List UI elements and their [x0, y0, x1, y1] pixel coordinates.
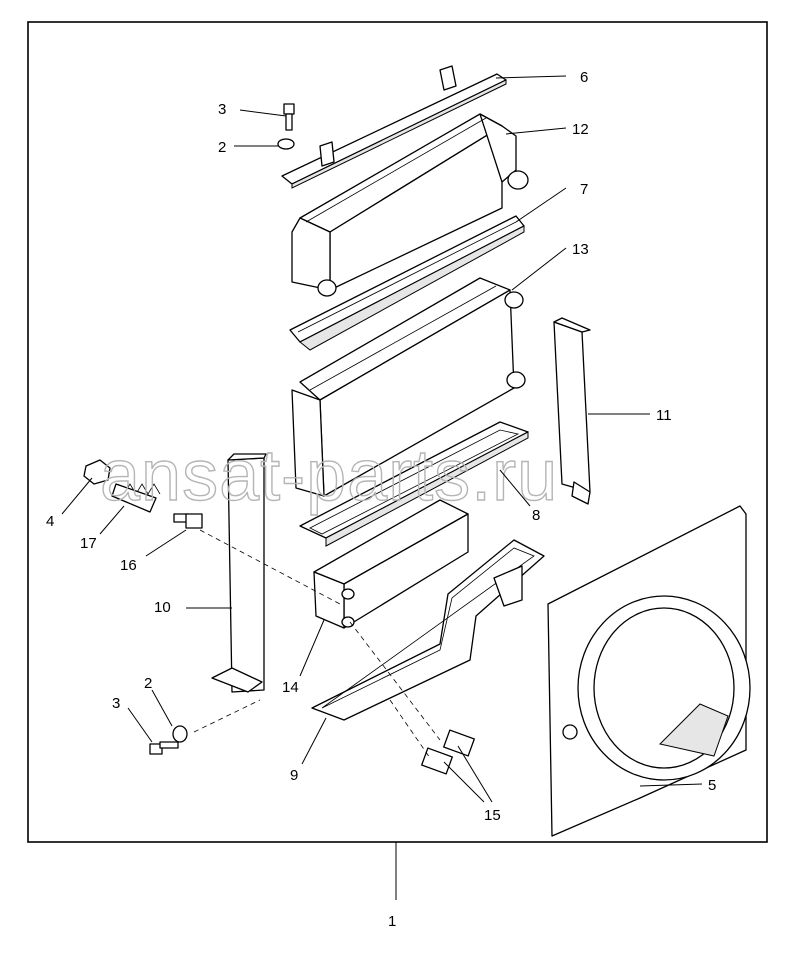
callout-11: 11 — [656, 407, 672, 424]
part-15-fittings — [421, 729, 475, 775]
callout-13: 13 — [572, 241, 589, 258]
callout-5: 5 — [708, 777, 716, 794]
part-17-spring — [111, 483, 161, 513]
callout-7: 7 — [580, 181, 588, 198]
part-16-mount-stud — [173, 513, 203, 529]
callout-2-top: 2 — [218, 139, 226, 156]
callout-14: 14 — [282, 679, 299, 696]
part-5-fan-shroud — [547, 505, 751, 837]
callout-9: 9 — [290, 767, 298, 784]
watermark: ansat-parts.ru — [100, 436, 558, 516]
part-3-bolt-bottom — [149, 741, 179, 755]
callout-10: 10 — [154, 599, 171, 616]
part-2-washer-top — [277, 138, 295, 150]
callout-1: 1 — [388, 913, 396, 930]
callout-17: 17 — [80, 535, 97, 552]
part-2-washer-bottom — [172, 725, 188, 743]
callout-16: 16 — [120, 557, 137, 574]
callout-15: 15 — [484, 807, 501, 824]
part-7-seal-strip — [289, 215, 525, 351]
part-6-top-bracket — [281, 65, 507, 189]
callout-6: 6 — [580, 69, 588, 86]
part-9-lower-bracket — [311, 539, 545, 721]
part-3-bolt-top — [283, 103, 295, 131]
part-10-left-side-panel — [211, 453, 267, 693]
callout-12: 12 — [572, 121, 589, 138]
part-4-nut — [83, 459, 111, 485]
part-11-right-side-panel — [553, 317, 591, 505]
part-13-radiator — [291, 277, 526, 497]
part-14-oil-cooler — [313, 499, 469, 629]
assembly-frame — [27, 21, 768, 843]
callout-4: 4 — [46, 513, 54, 530]
leader-lines — [61, 75, 703, 803]
part-12-charge-air-cooler — [291, 113, 529, 297]
alignment-lines — [193, 529, 441, 759]
callout-8: 8 — [532, 507, 540, 524]
callout-3-top: 3 — [218, 101, 226, 118]
callout-3-bottom: 3 — [112, 695, 120, 712]
part-8-lower-seal-frame — [299, 421, 529, 547]
callout-2-bottom: 2 — [144, 675, 152, 692]
